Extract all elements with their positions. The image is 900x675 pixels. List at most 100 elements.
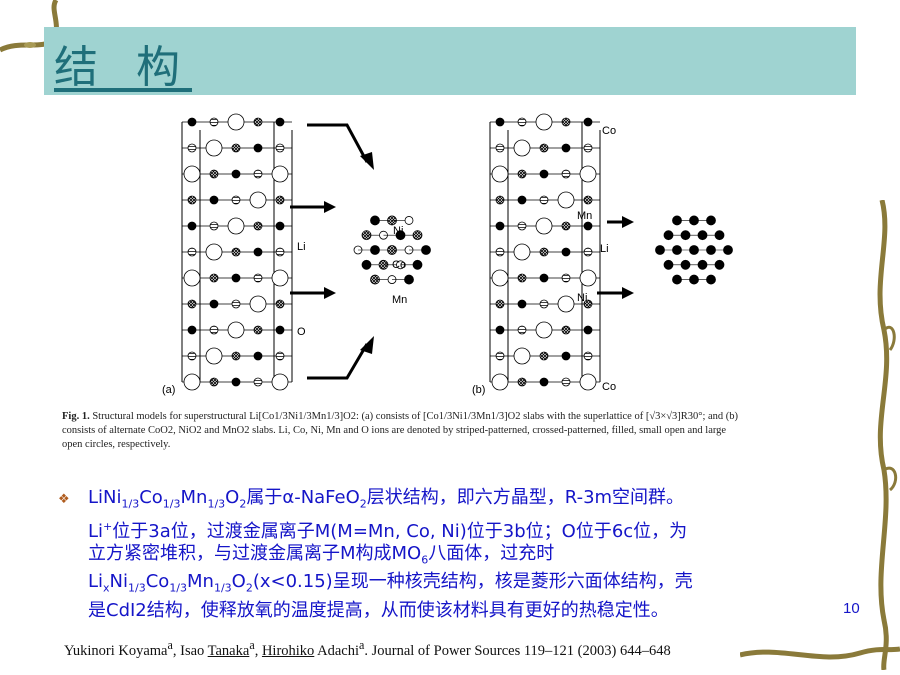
atom xyxy=(579,373,597,391)
atom xyxy=(209,195,219,205)
atom xyxy=(275,299,285,309)
atom xyxy=(495,299,505,309)
atom xyxy=(539,195,549,205)
lattice-atom xyxy=(404,216,414,225)
atom xyxy=(495,351,505,361)
vine-decoration-bottom xyxy=(740,646,900,660)
bullet-line-2: Li+位于3a位，过渡金属离子M(M=Mn, Co, Ni)位于3b位；O位于6… xyxy=(88,519,688,542)
atom xyxy=(517,169,527,179)
atom xyxy=(187,143,197,153)
atom xyxy=(187,117,197,127)
atom xyxy=(561,351,571,361)
atom xyxy=(513,347,531,365)
atom xyxy=(583,299,593,309)
atom xyxy=(275,325,285,335)
page-number: 10 xyxy=(843,600,860,617)
label-mn-b: Mn xyxy=(577,210,592,222)
atom xyxy=(253,169,263,179)
lattice-atom xyxy=(412,230,423,241)
lattice-atom xyxy=(714,230,725,241)
atom xyxy=(253,351,263,361)
atom xyxy=(209,377,219,387)
structure-diagram: Li O Ni Co Mn (a) Co Mn Li Ni Co (b) xyxy=(162,113,733,396)
atom xyxy=(561,247,571,257)
arrowhead-a-lower xyxy=(324,287,336,299)
atom xyxy=(561,377,571,387)
label-ni-b: Ni xyxy=(577,292,587,304)
atom xyxy=(231,195,241,205)
atom xyxy=(583,195,593,205)
bullet-text: LiNi1/3Co1/3Mn1/3O2属于α-NaFeO2层状结构，即六方晶型，… xyxy=(88,487,858,622)
atom xyxy=(231,299,241,309)
arrowhead-a-upper xyxy=(324,201,336,213)
hexagonal-layer-b xyxy=(655,215,733,285)
atom xyxy=(579,165,597,183)
label-li-a: Li xyxy=(297,241,306,253)
bullet-line-1: LiNi1/3Co1/3Mn1/3O2属于α-NaFeO2层状结构，即六方晶型，… xyxy=(88,487,685,511)
atom xyxy=(495,195,505,205)
atom xyxy=(253,377,263,387)
atom xyxy=(209,325,219,335)
atom xyxy=(539,273,549,283)
lattice-atom xyxy=(706,215,716,226)
lattice-atom xyxy=(714,259,725,270)
lattice-atom xyxy=(404,274,414,285)
atom xyxy=(561,117,571,127)
atom xyxy=(227,113,245,131)
label-mn-a: Mn xyxy=(392,294,407,306)
atom xyxy=(557,191,575,209)
atom xyxy=(249,295,267,313)
atom xyxy=(187,351,197,361)
atom xyxy=(583,247,593,257)
atom xyxy=(539,299,549,309)
label-o-a: O xyxy=(297,326,306,338)
atom xyxy=(205,243,223,261)
atom xyxy=(517,221,527,231)
atom xyxy=(271,269,289,287)
arrow-a-top xyxy=(307,123,369,163)
atom xyxy=(561,221,571,231)
atom xyxy=(583,117,593,127)
atom xyxy=(187,221,197,231)
atom xyxy=(183,269,201,287)
atom xyxy=(231,247,241,257)
atom xyxy=(187,195,197,205)
prism-model-a xyxy=(181,113,293,391)
atom xyxy=(495,221,505,231)
atom xyxy=(231,169,241,179)
atom xyxy=(583,221,593,231)
atom xyxy=(535,321,553,339)
atom xyxy=(183,373,201,391)
lattice-atom xyxy=(412,259,423,270)
atom xyxy=(583,351,593,361)
atom xyxy=(561,169,571,179)
atom xyxy=(517,117,527,127)
atom xyxy=(513,139,531,157)
atom xyxy=(491,165,509,183)
crystal-structure-figure: Li O Ni Co Mn (a) Co Mn Li Ni Co (b) Fig… xyxy=(62,110,862,460)
atom xyxy=(491,269,509,287)
atom xyxy=(495,325,505,335)
bullet-line-3: 立方紧密堆积，与过渡金属离子M构成MO6八面体，过充时 xyxy=(88,542,555,567)
atom xyxy=(275,143,285,153)
bullet-line-5: 是CdI2结构，使释放氧的温度提高，从而使该材料具有更好的热稳定性。 xyxy=(88,599,669,621)
atom xyxy=(535,113,553,131)
arrowhead-b xyxy=(622,216,634,228)
atom xyxy=(253,273,263,283)
atom xyxy=(253,247,263,257)
atom xyxy=(513,243,531,261)
atom xyxy=(583,325,593,335)
arrowhead-a-top xyxy=(360,152,374,170)
atom xyxy=(535,217,553,235)
atom xyxy=(227,321,245,339)
atom xyxy=(517,273,527,283)
atom xyxy=(539,377,549,387)
atom xyxy=(271,165,289,183)
atom xyxy=(275,221,285,231)
lattice-atom xyxy=(706,274,716,285)
atom xyxy=(275,351,285,361)
atom xyxy=(539,169,549,179)
atom xyxy=(561,325,571,335)
label-li-b: Li xyxy=(600,243,609,255)
atom xyxy=(253,143,263,153)
